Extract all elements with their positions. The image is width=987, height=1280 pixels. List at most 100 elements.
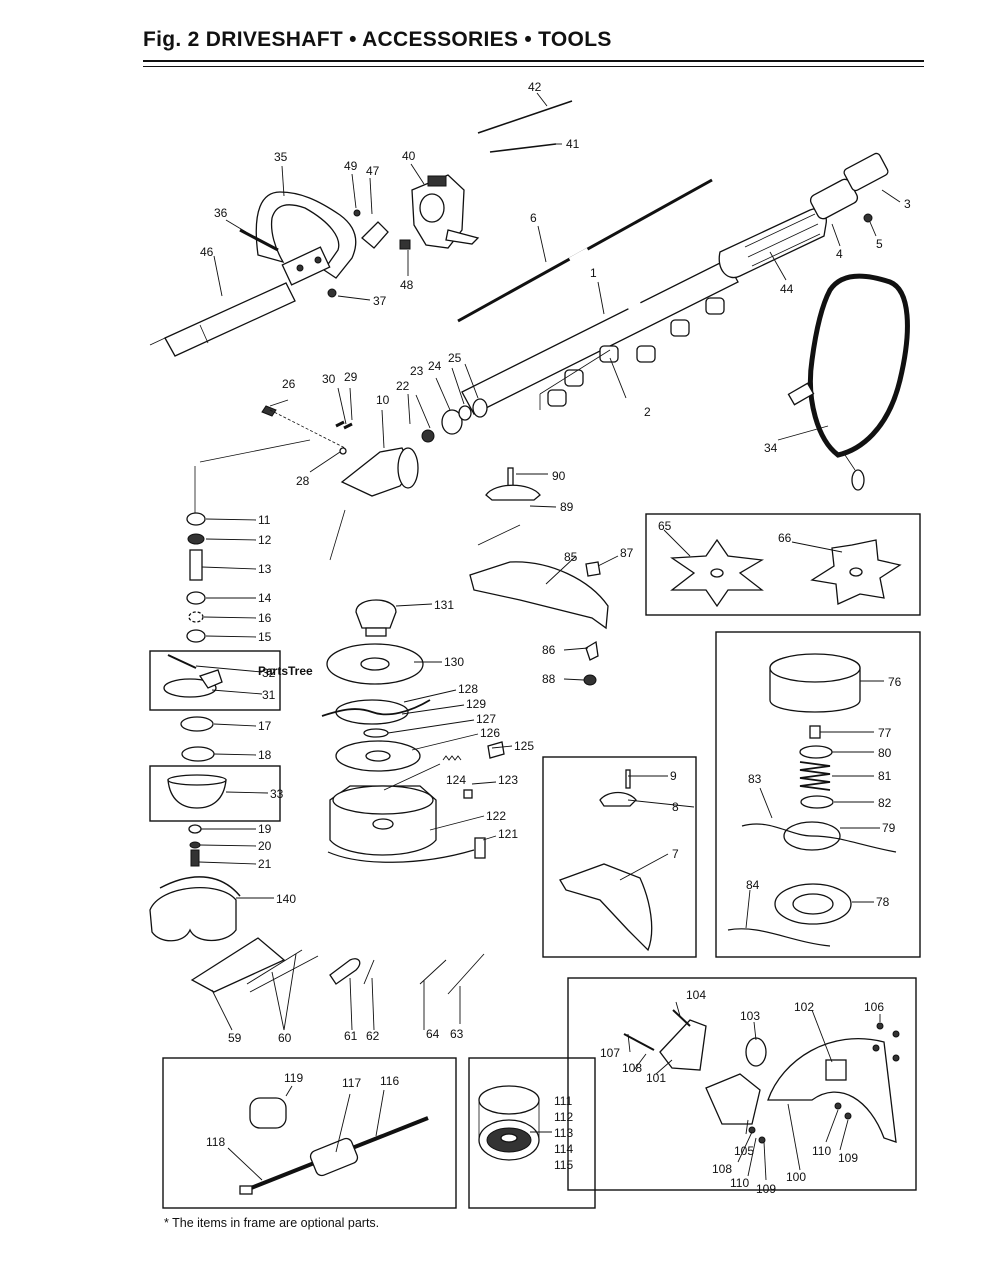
frame-100-110 — [567, 977, 917, 1191]
callout-109-right: 109 — [838, 1151, 858, 1165]
callout-34: 34 — [764, 441, 778, 455]
callout-101: 101 — [646, 1071, 666, 1085]
callout-86: 86 — [542, 643, 556, 657]
frame-76-84 — [715, 631, 921, 958]
callout-17: 17 — [258, 719, 272, 733]
callout-104: 104 — [686, 988, 706, 1002]
callout-11: 11 — [258, 513, 271, 527]
callout-111: 111 — [554, 1094, 573, 1108]
callout-47: 47 — [366, 164, 380, 178]
frame-65-66 — [645, 513, 921, 616]
callout-10: 10 — [376, 393, 390, 407]
callout-130: 130 — [444, 655, 464, 669]
optional-parts-footnote: * The items in frame are optional parts. — [164, 1216, 380, 1230]
callout-117: 117 — [342, 1076, 361, 1090]
callout-14: 14 — [258, 591, 272, 605]
callout-103: 103 — [740, 1009, 760, 1023]
callout-109-bottom: 109 — [756, 1182, 776, 1196]
callout-108-left: 108 — [622, 1061, 642, 1075]
callout-77: 77 — [878, 726, 892, 740]
callout-107: 107 — [600, 1046, 620, 1060]
callout-24: 24 — [428, 359, 442, 373]
callout-110-right: 110 — [812, 1144, 831, 1158]
callout-100: 100 — [786, 1170, 806, 1184]
callout-7: 7 — [672, 847, 679, 861]
bump-head — [727, 653, 897, 947]
callout-9: 9 — [670, 769, 677, 783]
callout-29: 29 — [344, 370, 358, 384]
callout-105: 105 — [734, 1144, 754, 1158]
watermark-text: PartsTree — [258, 664, 313, 678]
frame-7-9 — [542, 756, 697, 958]
callout-88: 88 — [542, 672, 556, 686]
callout-81: 81 — [878, 769, 892, 783]
callout-112: 112 — [554, 1110, 573, 1124]
callout-5: 5 — [876, 237, 883, 251]
callout-85: 85 — [564, 550, 578, 564]
leader-lines — [195, 92, 901, 1181]
callout-125: 125 — [514, 739, 534, 753]
callout-106: 106 — [864, 1000, 884, 1014]
callout-37: 37 — [373, 294, 387, 308]
callout-2: 2 — [644, 405, 651, 419]
callout-102: 102 — [794, 1000, 814, 1014]
callout-42: 42 — [528, 80, 542, 94]
callout-1: 1 — [590, 266, 597, 280]
callout-49: 49 — [344, 159, 358, 173]
callout-78: 78 — [876, 895, 890, 909]
callout-40: 40 — [402, 149, 416, 163]
callout-18: 18 — [258, 748, 272, 762]
callout-89: 89 — [560, 500, 574, 514]
grass-guard — [559, 769, 653, 952]
callout-87: 87 — [620, 546, 634, 560]
callout-84: 84 — [746, 878, 760, 892]
tool-kit — [239, 1097, 429, 1195]
callout-129: 129 — [466, 697, 486, 711]
callout-8: 8 — [672, 800, 679, 814]
callout-16: 16 — [258, 611, 272, 625]
callout-12: 12 — [258, 533, 272, 547]
callout-44: 44 — [780, 282, 794, 296]
callout-80: 80 — [878, 746, 892, 760]
callout-22: 22 — [396, 379, 410, 393]
frame-33 — [149, 765, 281, 822]
callout-116: 116 — [380, 1074, 399, 1088]
callout-23: 23 — [410, 364, 424, 378]
callout-3: 3 — [904, 197, 911, 211]
debris-guard — [469, 467, 609, 686]
callout-59: 59 — [228, 1031, 242, 1045]
callout-121: 121 — [498, 827, 518, 841]
callout-83: 83 — [748, 772, 762, 786]
callout-131: 131 — [434, 598, 454, 612]
callout-35: 35 — [274, 150, 288, 164]
blades — [670, 538, 902, 608]
callout-6: 6 — [530, 211, 537, 225]
callout-126: 126 — [480, 726, 500, 740]
callout-26: 26 — [282, 377, 296, 391]
callout-33: 33 — [270, 787, 284, 801]
callout-15: 15 — [258, 630, 272, 644]
callout-122: 122 — [486, 809, 506, 823]
callout-30: 30 — [322, 372, 336, 386]
callout-114: 114 — [554, 1142, 573, 1156]
callout-63: 63 — [450, 1027, 464, 1041]
callout-66: 66 — [778, 531, 792, 545]
callout-62: 62 — [366, 1029, 380, 1043]
trimmer-head — [321, 599, 505, 863]
callout-119: 119 — [284, 1071, 303, 1085]
title-rule-thin — [143, 66, 924, 67]
callout-65: 65 — [658, 519, 672, 533]
callout-46: 46 — [200, 245, 214, 259]
callout-20: 20 — [258, 839, 272, 853]
driveshaft-assembly — [149, 100, 910, 561]
blade-guard-assembly — [623, 1009, 900, 1144]
trimmer-line-spool — [478, 1085, 540, 1161]
callout-90: 90 — [552, 469, 566, 483]
callout-118: 118 — [206, 1135, 225, 1149]
frame-111-115 — [468, 1057, 596, 1209]
spindle-parts — [163, 512, 227, 867]
callout-41: 41 — [566, 137, 580, 151]
frame-116-119 — [162, 1057, 457, 1209]
callout-76: 76 — [888, 675, 902, 689]
